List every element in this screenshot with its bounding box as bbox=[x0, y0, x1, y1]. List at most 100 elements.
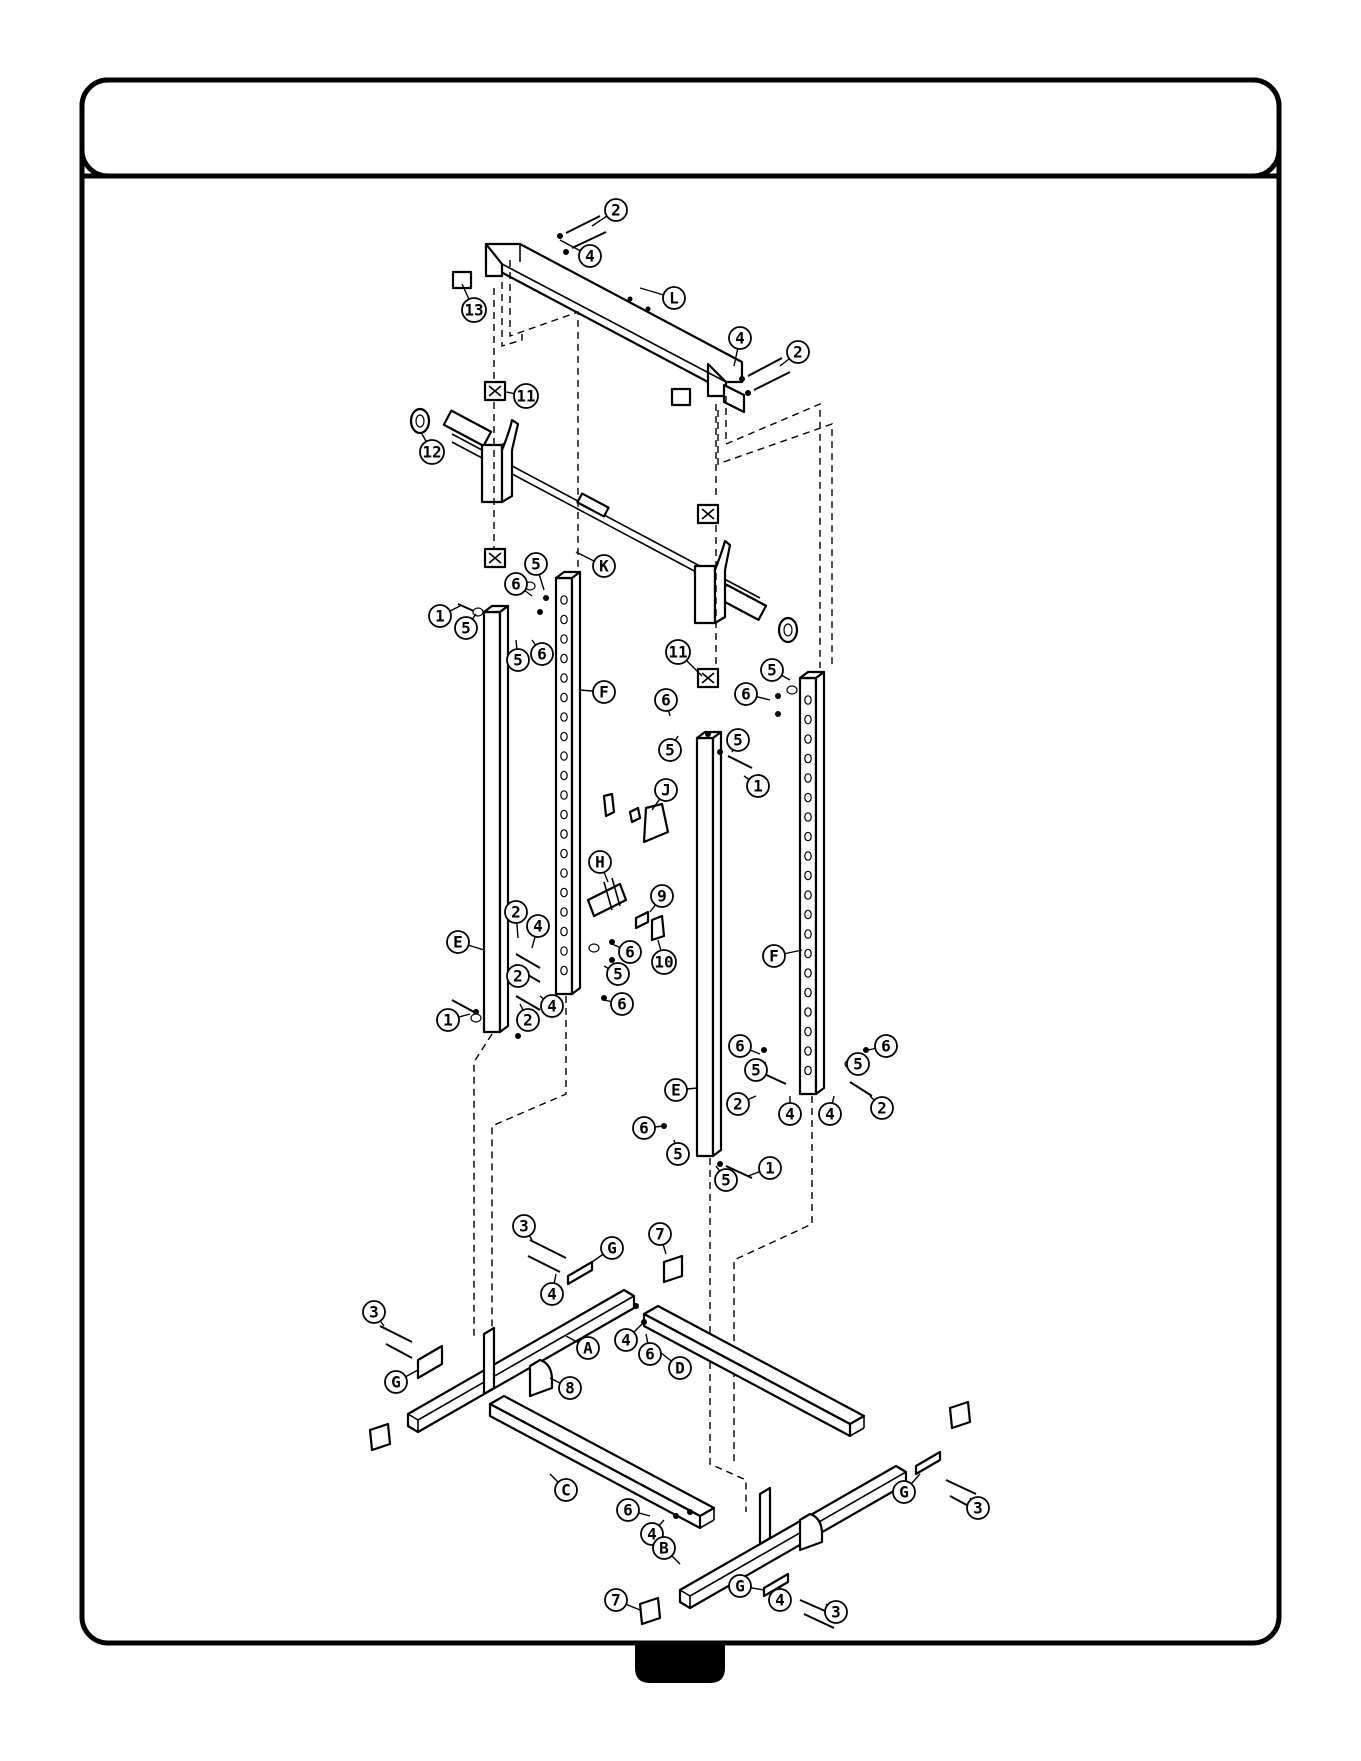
callout-2: 2 bbox=[507, 964, 529, 987]
callout-label: K bbox=[599, 557, 609, 576]
callout-label: 4 bbox=[775, 1591, 785, 1610]
callout-label: 2 bbox=[733, 1095, 743, 1114]
callout-label: G bbox=[899, 1483, 909, 1502]
callout-label: 7 bbox=[655, 1225, 665, 1244]
upright-hole bbox=[561, 810, 567, 818]
callout-label: 1 bbox=[435, 607, 445, 626]
callout-label: J bbox=[661, 781, 671, 800]
callout-label: 2 bbox=[511, 903, 521, 922]
upright-hole bbox=[561, 732, 567, 740]
upright-hole bbox=[561, 674, 567, 682]
callout-label: 5 bbox=[767, 661, 777, 680]
callout-label: 2 bbox=[513, 967, 523, 986]
upright-hole bbox=[561, 654, 567, 662]
callout-label: 5 bbox=[673, 1145, 683, 1164]
callout-label: 4 bbox=[621, 1331, 631, 1350]
upright-hole bbox=[805, 852, 811, 860]
upright-F-right bbox=[800, 672, 824, 1094]
callout-label: E bbox=[453, 933, 463, 952]
upright-hole bbox=[805, 891, 811, 899]
callout-label: D bbox=[675, 1359, 685, 1378]
upright-hole bbox=[561, 771, 567, 779]
callout-label: 6 bbox=[741, 685, 751, 704]
callout-label: 6 bbox=[639, 1119, 649, 1138]
upright-hole bbox=[561, 615, 567, 623]
callout-label: 2 bbox=[877, 1099, 887, 1118]
callout-label: F bbox=[769, 947, 779, 966]
callout-label: 1 bbox=[753, 777, 763, 796]
callout-4: 4 bbox=[540, 995, 563, 1017]
page-number-tab bbox=[635, 1643, 725, 1683]
callout-label: 3 bbox=[369, 1303, 379, 1322]
callout-label: 1 bbox=[443, 1011, 453, 1030]
upright-hole bbox=[805, 1047, 811, 1055]
callout-label: A bbox=[583, 1339, 593, 1358]
callout-label: 5 bbox=[751, 1061, 761, 1080]
callout-label: 7 bbox=[611, 1591, 621, 1610]
upright-hole bbox=[561, 869, 567, 877]
callout-label: 5 bbox=[721, 1171, 731, 1190]
page-frame bbox=[82, 80, 1279, 1643]
callout-2: 2 bbox=[870, 1096, 893, 1119]
callout-label: 4 bbox=[533, 917, 543, 936]
callout-label: 5 bbox=[461, 619, 471, 638]
callout-5: 5 bbox=[727, 729, 749, 752]
callout-label: G bbox=[735, 1577, 745, 1596]
callout-label: 4 bbox=[825, 1105, 835, 1124]
upright-E-right bbox=[697, 732, 721, 1156]
upright-hole bbox=[805, 1008, 811, 1016]
upright-hole bbox=[805, 774, 811, 782]
callout-label: 5 bbox=[531, 555, 541, 574]
callout-label: 6 bbox=[645, 1345, 655, 1364]
callout-label: 5 bbox=[853, 1055, 863, 1074]
upright-hole bbox=[561, 596, 567, 604]
callout-label: 6 bbox=[661, 691, 671, 710]
callout-3: 3 bbox=[825, 1601, 847, 1623]
callout-label: 11 bbox=[516, 387, 535, 406]
upright-hole bbox=[805, 793, 811, 801]
upright-hole bbox=[561, 908, 567, 916]
upright-hole bbox=[805, 735, 811, 743]
upright-hole bbox=[805, 930, 811, 938]
callout-label: 6 bbox=[617, 995, 627, 1014]
upright-F-left bbox=[556, 572, 580, 994]
upright-hole bbox=[561, 830, 567, 838]
callout-label: 6 bbox=[623, 1501, 633, 1520]
callout-label: 6 bbox=[881, 1037, 891, 1056]
callout-label: 10 bbox=[654, 953, 673, 972]
upright-hole bbox=[805, 1027, 811, 1035]
upright-hole bbox=[805, 1066, 811, 1074]
callout-label: 2 bbox=[523, 1011, 533, 1030]
callout-label: G bbox=[391, 1373, 401, 1392]
upright-hole bbox=[561, 947, 567, 955]
upright-hole bbox=[805, 871, 811, 879]
callout-label: 9 bbox=[657, 887, 667, 906]
callout-label: 3 bbox=[831, 1603, 841, 1622]
callout-label: L bbox=[669, 289, 679, 308]
upright-hole bbox=[805, 813, 811, 821]
callout-label: 5 bbox=[665, 741, 675, 760]
callout-label: C bbox=[561, 1481, 571, 1500]
upright-hole bbox=[561, 888, 567, 896]
upright-hole bbox=[805, 696, 811, 704]
upright-hole bbox=[805, 988, 811, 996]
upright-hole bbox=[561, 791, 567, 799]
upright-hole bbox=[561, 713, 567, 721]
callout-label: E bbox=[671, 1081, 681, 1100]
callout-label: H bbox=[595, 853, 605, 872]
upright-hole bbox=[805, 910, 811, 918]
upright-hole bbox=[805, 949, 811, 957]
callout-label: 2 bbox=[611, 201, 621, 220]
callout-label: 12 bbox=[422, 443, 441, 462]
callout-label: 4 bbox=[785, 1105, 795, 1124]
end-cap-13b bbox=[672, 389, 690, 405]
upright-hole bbox=[805, 754, 811, 762]
callout-label: F bbox=[599, 683, 609, 702]
callout-label: 4 bbox=[547, 1285, 557, 1304]
callout-label: 3 bbox=[519, 1217, 529, 1236]
callout-label: 4 bbox=[735, 329, 745, 348]
callout-label: 11 bbox=[668, 643, 687, 662]
callout-label: 5 bbox=[733, 731, 743, 750]
header-box bbox=[82, 80, 1279, 176]
